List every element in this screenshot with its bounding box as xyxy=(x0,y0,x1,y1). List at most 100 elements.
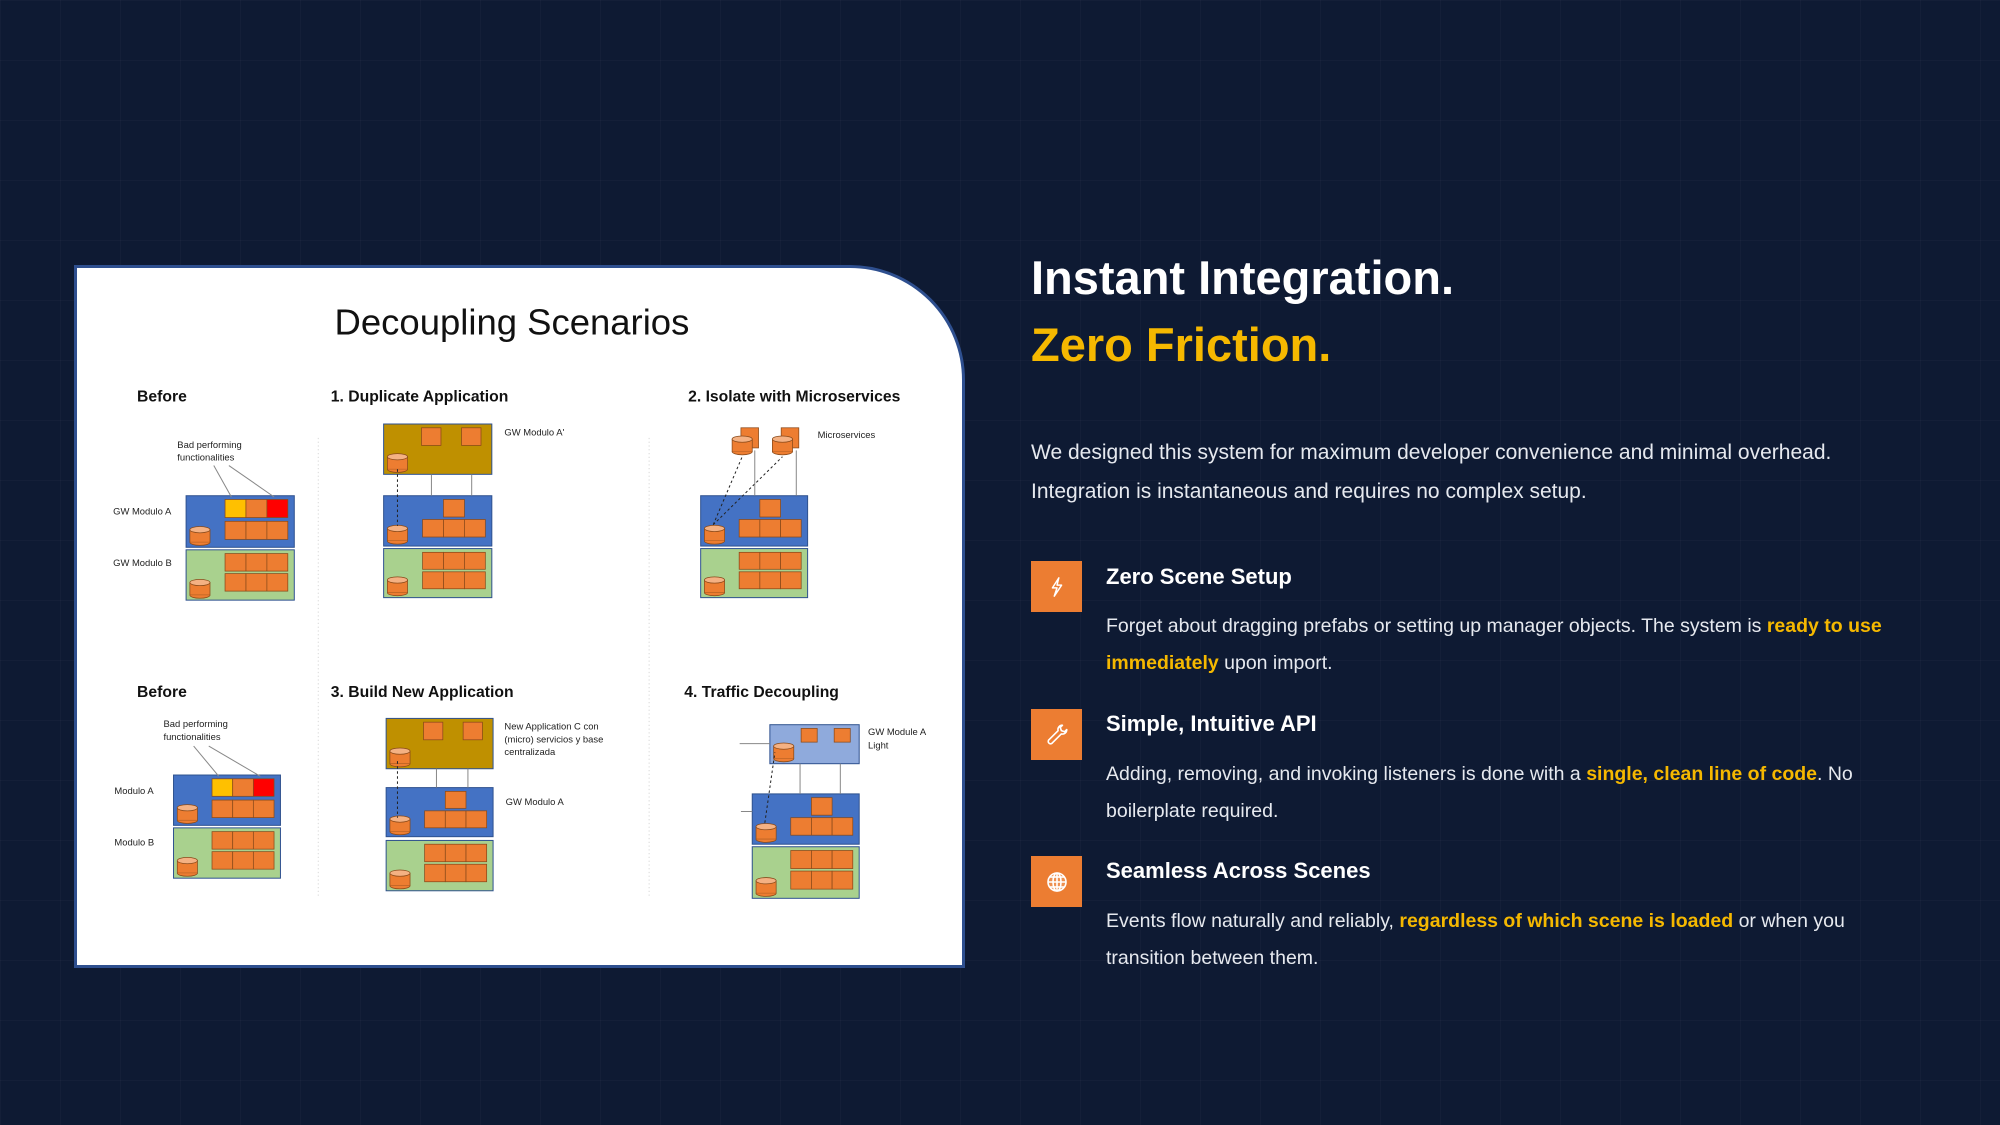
component-box xyxy=(266,553,289,572)
hero-intro: We designed this system for maximum deve… xyxy=(1031,441,1832,503)
component-box xyxy=(790,870,812,890)
arrow-line xyxy=(764,752,776,823)
database-icon xyxy=(389,869,411,877)
component-box xyxy=(811,870,833,890)
feature-body: Events flow naturally and reliably, rega… xyxy=(1106,903,1886,977)
feature-text: . No boilerplate required. xyxy=(1106,763,1853,822)
component-box xyxy=(245,499,268,518)
feature-body: Forget about dragging prefabs or setting… xyxy=(1106,608,1886,682)
component-box xyxy=(759,551,781,570)
component-box xyxy=(252,778,275,797)
database-icon xyxy=(387,540,408,545)
component-box xyxy=(464,571,486,590)
component-box xyxy=(211,778,234,797)
feature-text: or when you transition between them. xyxy=(1106,910,1845,969)
component-box xyxy=(424,843,446,863)
component-box xyxy=(811,817,833,836)
component-box xyxy=(780,551,802,570)
component-box xyxy=(831,817,854,836)
label-gw-modulo-a-prime: GW Modulo A' xyxy=(504,426,564,437)
feature-text: upon import. xyxy=(1218,652,1333,674)
database-icon xyxy=(704,592,725,597)
component-box xyxy=(465,810,488,829)
feature-icon-box xyxy=(1031,709,1082,760)
database-icon xyxy=(773,758,795,763)
component-box xyxy=(780,519,802,538)
database-icon xyxy=(189,542,211,546)
database-icon xyxy=(755,893,777,897)
component-box xyxy=(266,520,289,540)
heading-duplicate: 1. Duplicate Application xyxy=(331,388,509,405)
component-box xyxy=(211,851,234,870)
component-box xyxy=(224,520,247,540)
label-modulo-a: Modulo A xyxy=(114,785,154,796)
component-box xyxy=(232,831,254,850)
component-box xyxy=(232,799,254,818)
label-bad-perf: functionalities xyxy=(163,731,220,742)
label-gw-module-light: GW Module A xyxy=(868,726,927,737)
database-icon xyxy=(731,451,753,456)
component-box xyxy=(464,519,486,538)
component-box xyxy=(224,499,247,518)
database-icon xyxy=(176,873,198,877)
database-icon xyxy=(772,435,793,443)
database-icon xyxy=(755,839,777,843)
component-box xyxy=(461,427,482,446)
component-box xyxy=(790,817,812,836)
component-box xyxy=(252,831,275,850)
decoupling-diagram: Decoupling Scenarios Before 1. Duplicate… xyxy=(113,302,927,899)
component-box xyxy=(800,728,818,743)
component-box xyxy=(833,728,851,743)
database-icon xyxy=(704,524,725,532)
slide-title: Decoupling Scenarios xyxy=(335,302,690,343)
label-new-app: (micro) servicios y base xyxy=(504,733,603,744)
heading-before-1: Before xyxy=(137,388,187,405)
component-box xyxy=(464,551,486,570)
component-box xyxy=(424,863,446,883)
component-box xyxy=(465,843,488,863)
feature-title: Simple, Intuitive API xyxy=(1106,711,1317,736)
component-box xyxy=(831,870,854,890)
label-bad-perf: functionalities xyxy=(177,451,234,462)
component-box xyxy=(738,519,761,538)
component-box xyxy=(831,850,854,869)
component-box xyxy=(211,831,234,850)
database-icon xyxy=(176,804,198,812)
component-box xyxy=(462,721,483,741)
globe-icon xyxy=(1046,871,1067,892)
database-icon xyxy=(389,815,411,823)
label-bad-perf: Bad performing xyxy=(163,718,227,729)
database-icon xyxy=(389,763,411,768)
component-box xyxy=(266,573,289,592)
database-icon xyxy=(189,594,211,599)
label-bad-perf: Bad performing xyxy=(177,439,241,450)
component-box xyxy=(224,573,247,592)
label-gw-modulo-a: GW Modulo A xyxy=(113,506,172,517)
database-icon xyxy=(704,576,725,584)
database-icon xyxy=(773,742,795,750)
heading-build-new: 3. Build New Application xyxy=(331,684,514,701)
component-box xyxy=(232,778,254,797)
label-microservices: Microservices xyxy=(818,429,876,440)
component-box xyxy=(443,499,465,518)
lightning-icon xyxy=(1051,576,1062,597)
database-icon xyxy=(389,831,411,836)
database-icon xyxy=(755,877,777,885)
component-box xyxy=(444,843,467,863)
feature-text: Adding, removing, and invoking listeners… xyxy=(1106,763,1587,785)
database-icon xyxy=(387,524,408,532)
component-box xyxy=(424,810,446,829)
database-icon xyxy=(755,823,777,831)
component-box xyxy=(443,551,465,570)
heading-before-2: Before xyxy=(137,684,187,701)
component-box xyxy=(245,520,268,540)
component-box xyxy=(232,851,254,870)
database-icon xyxy=(704,540,725,545)
feature-icon-box xyxy=(1031,561,1082,612)
wrench-icon xyxy=(1046,723,1068,745)
component-box xyxy=(738,551,761,570)
component-box xyxy=(759,499,781,518)
component-box xyxy=(444,810,467,829)
database-icon xyxy=(189,526,211,534)
feature-highlight: regardless of which scene is loaded xyxy=(1399,910,1734,932)
